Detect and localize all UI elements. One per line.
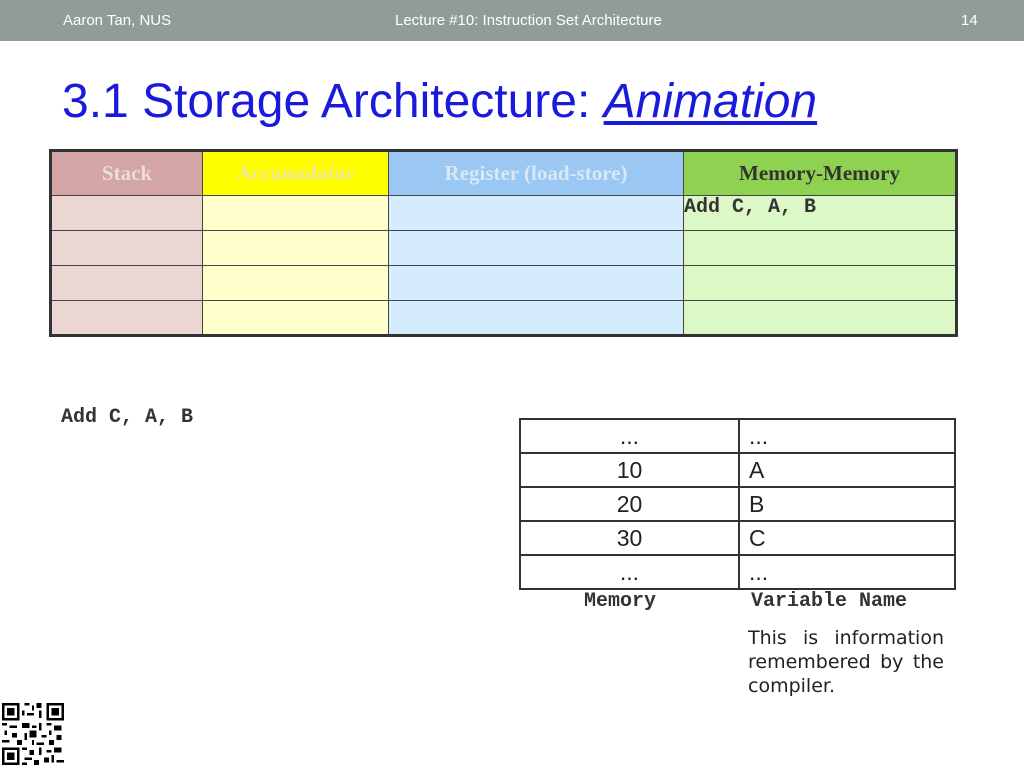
register-cell xyxy=(388,300,684,336)
memory-caption: Memory xyxy=(584,590,657,613)
table-row xyxy=(50,300,957,336)
memory-memory-cell: Add C, A, B xyxy=(683,195,957,231)
stack-cell xyxy=(50,195,203,231)
page-number: 14 xyxy=(961,12,978,29)
memory-value: ... xyxy=(519,554,740,590)
memory-memory-cell xyxy=(683,265,957,301)
header-register: Register (load-store) xyxy=(388,150,684,196)
lecture-title: Lecture #10: Instruction Set Architectur… xyxy=(395,12,662,29)
header-memory-memory: Memory-Memory xyxy=(683,150,957,196)
table-row: ... ... xyxy=(519,418,956,454)
variable-name: C xyxy=(738,520,956,556)
header-accumulator: Accumulator xyxy=(202,150,389,196)
variable-name: A xyxy=(738,452,956,488)
register-cell xyxy=(388,230,684,266)
accumulator-cell xyxy=(202,300,389,336)
register-cell xyxy=(388,265,684,301)
slide-title-main: 3.1 Storage Architecture: xyxy=(62,75,604,128)
memory-value: 10 xyxy=(519,452,740,488)
qr-code-icon xyxy=(2,703,64,765)
variable-name-caption: Variable Name xyxy=(751,590,908,613)
slide-title: 3.1 Storage Architecture: Animation xyxy=(62,74,817,129)
table-row xyxy=(50,265,957,301)
compiler-note: This is information remembered by the co… xyxy=(748,627,944,697)
accumulator-cell xyxy=(202,265,389,301)
header-stack: Stack xyxy=(50,150,203,196)
memory-memory-cell xyxy=(683,230,957,266)
memory-memory-cell xyxy=(683,300,957,336)
table-row xyxy=(50,230,957,266)
storage-architecture-table: Stack Accumulator Register (load-store) … xyxy=(49,149,958,337)
variable-name: ... xyxy=(738,418,956,454)
stack-cell xyxy=(50,230,203,266)
animation-link[interactable]: Animation xyxy=(603,75,818,128)
memory-value: 30 xyxy=(519,520,740,556)
table-row: 20 B xyxy=(519,486,956,522)
memory-value: 20 xyxy=(519,486,740,522)
slide-header-bar: Aaron Tan, NUS Lecture #10: Instruction … xyxy=(0,0,1024,41)
memory-value: ... xyxy=(519,418,740,454)
table-row: ... ... xyxy=(519,554,956,590)
register-cell xyxy=(388,195,684,231)
memory-table: ... ... 10 A 20 B 30 C ... ... xyxy=(519,418,956,590)
variable-name: B xyxy=(738,486,956,522)
table-row: Add C, A, B xyxy=(50,195,957,231)
accumulator-cell xyxy=(202,195,389,231)
author-label: Aaron Tan, NUS xyxy=(63,12,172,29)
table-row: 30 C xyxy=(519,520,956,556)
table-row: 10 A xyxy=(519,452,956,488)
stack-cell xyxy=(50,265,203,301)
stack-cell xyxy=(50,300,203,336)
accumulator-cell xyxy=(202,230,389,266)
table-header-row: Stack Accumulator Register (load-store) … xyxy=(50,150,957,196)
instruction-text: Add C, A, B xyxy=(61,406,194,429)
variable-name: ... xyxy=(738,554,956,590)
